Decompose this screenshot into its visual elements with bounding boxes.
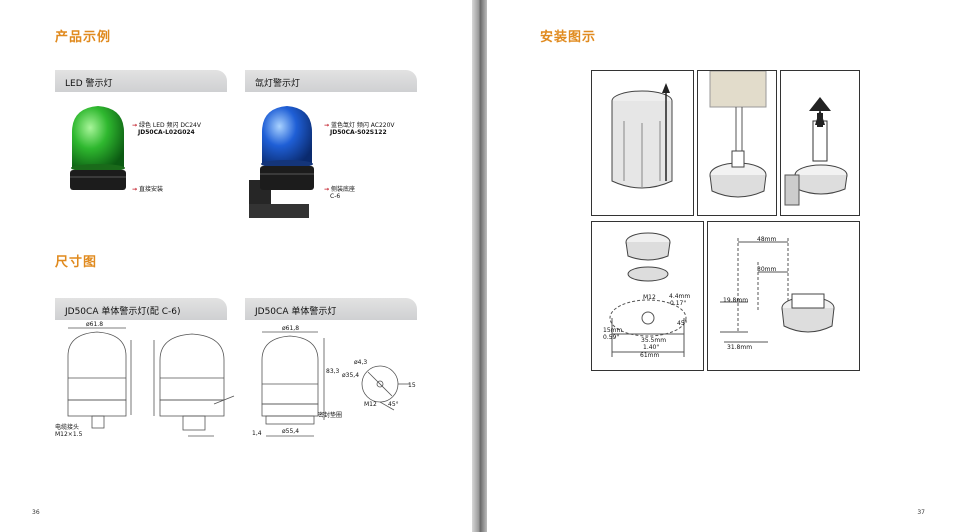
tab-led-warning-light: LED 警示灯 [55,70,227,92]
page-number-left: 36 [32,509,40,516]
tab-dim-with-c6: JD50CA 单体警示灯(配 C-6) [55,298,227,320]
dim-61mm: 61mm [640,352,660,359]
dim-label-hole1: ø4,3 [354,359,368,366]
section-title-installation: 安装图示 [540,30,597,45]
dim-label-height: 83,3 [326,368,340,375]
dim-label-side: 15 [408,382,416,389]
blue-xenon-beacon-image [249,106,314,218]
led-product-desc: 绿色 LED 频闪 DC24V [138,122,201,129]
xenon-product-model: JD50CA-S02S122 [330,129,387,136]
dim-45deg: 45° [677,320,688,327]
dim-318mm: 31.8mm [727,344,753,351]
tab-dim-single: JD50CA 单体警示灯 [245,298,417,320]
section-title-product-examples: 产品示例 [55,30,112,45]
dim-label-small: 1,4 [252,430,262,437]
dim-355mm: 35.5mm [641,337,667,344]
dim-label-top: ø61.8 [86,321,104,328]
xenon-product-mount-line2: C-6 [330,193,341,200]
right-page: 安装图示 [487,0,961,532]
section-title-dimensions: 尺寸图 [55,255,98,270]
install-step-2-image [697,70,777,216]
dim-label-seal: 密封垫圈 [318,412,343,419]
dim-label-m12: M12 [364,401,377,408]
install-step-5-image [707,221,860,371]
left-page: 产品示例 LED 警示灯 氙灯警示灯 [0,0,472,532]
led-product-mount: 直接安装 [138,186,163,193]
dim-label-cable2: M12×1.5 [55,431,83,438]
dim-30mm: 30mm [757,266,777,273]
led-product-model: JD50CA-L02G024 [138,129,195,136]
dim-m12-right: M12 [643,294,656,301]
dim-4mm: 4.4mm [669,293,691,300]
dim-label-angle: 45° [388,401,399,408]
install-step-3-image [780,70,860,216]
dim-label-base: ø55,4 [282,428,300,435]
dim-198mm: 19.8mm [723,297,749,304]
tab-xenon-warning-light: 氙灯警示灯 [245,70,417,92]
install-step-1-image [591,70,694,216]
xenon-product-mount-line1: 侧装底座 [330,186,355,193]
dimension-drawing-with-c6 [67,327,235,437]
book-spine [472,0,487,532]
dim-4mm-in: 0.17" [670,300,687,307]
dim-label-cable: 电缆接头 [55,424,80,431]
xenon-product-desc: 蓝色氙灯 频闪 AC220V [330,122,395,129]
dimension-drawing-single [261,331,410,437]
dim-15mm-in: 0.59" [603,334,620,341]
dim-15mm: 15mm [603,327,623,334]
dim-355mm-in: 1.40" [643,344,660,351]
green-led-beacon-image [70,106,126,190]
page-number-right: 37 [917,509,925,516]
product-illustrations [67,106,410,437]
install-step-4-image [591,221,704,371]
dim-label-hole2: ø35,4 [342,372,360,379]
dim-label-dia-body: ø61,8 [282,325,300,332]
dim-48mm: 48mm [757,236,777,243]
